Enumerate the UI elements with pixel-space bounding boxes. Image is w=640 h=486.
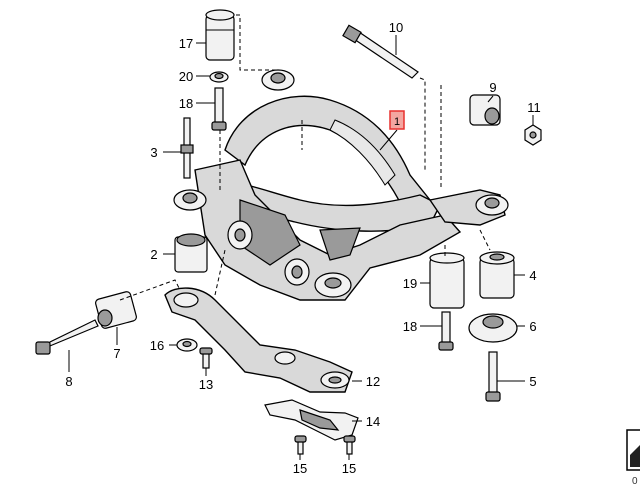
- alignment-lines: [119, 14, 491, 301]
- callout-1: 1: [394, 116, 400, 128]
- bolt-10[interactable]: [342, 24, 419, 79]
- callout-18-bottom: 18: [403, 319, 417, 334]
- heat-shield-14[interactable]: [264, 399, 359, 441]
- subframe-bushing-top-left: [261, 69, 295, 91]
- callout-17: 17: [179, 36, 193, 51]
- callout-8: 8: [65, 374, 72, 389]
- rear-subframe[interactable]: [194, 95, 506, 301]
- bushing-4[interactable]: [479, 251, 515, 299]
- subframe-bushing-low-right: [314, 272, 352, 298]
- subframe-bushing-front-left: [173, 189, 207, 211]
- bolt-5[interactable]: [485, 351, 501, 402]
- callout-10: 10: [389, 20, 403, 35]
- rubber-mount-19[interactable]: [429, 252, 465, 309]
- callout-4: 4: [529, 268, 536, 283]
- nut-11[interactable]: [524, 124, 542, 146]
- leader-lines: [68, 35, 534, 460]
- callout-12: 12: [366, 374, 380, 389]
- corner-logo: 0: [626, 429, 640, 486]
- bracket-12[interactable]: [164, 287, 353, 393]
- bolt-18-bottom[interactable]: [438, 311, 454, 351]
- stud-3[interactable]: [180, 117, 194, 179]
- callout-6: 6: [529, 319, 536, 334]
- screw-15-left[interactable]: [294, 435, 307, 455]
- callout-5: 5: [529, 374, 536, 389]
- subframe-bushing-rear-right: [475, 194, 509, 216]
- callout-19: 19: [403, 276, 417, 291]
- screw-15-right[interactable]: [343, 435, 356, 455]
- bushing-9[interactable]: [469, 94, 501, 126]
- screw-13[interactable]: [199, 347, 213, 369]
- rubber-mount-17[interactable]: [205, 9, 235, 61]
- callout-9: 9: [489, 80, 496, 95]
- callout-13: 13: [199, 377, 213, 392]
- bushing-2[interactable]: [174, 233, 208, 273]
- bushing-7[interactable]: [95, 291, 138, 329]
- washer-20[interactable]: [209, 71, 229, 83]
- subframe-bushing-low-left: [284, 258, 310, 286]
- callout-16: 16: [150, 338, 164, 353]
- callout-3: 3: [150, 145, 157, 160]
- callout-18-top: 18: [179, 96, 193, 111]
- callout-15-left: 15: [293, 461, 307, 476]
- callout-15-right: 15: [342, 461, 356, 476]
- callout-1-highlight[interactable]: 1: [389, 110, 405, 130]
- mount-plate-6[interactable]: [468, 313, 518, 343]
- grommet-16[interactable]: [176, 338, 198, 352]
- callout-20: 20: [179, 69, 193, 84]
- callout-2: 2: [150, 247, 157, 262]
- bolt-8[interactable]: [35, 319, 99, 355]
- subframe-bushing-mid: [227, 220, 253, 250]
- callout-14: 14: [366, 414, 380, 429]
- corner-label: 0: [632, 476, 638, 486]
- callout-7: 7: [113, 346, 120, 361]
- callout-11: 11: [527, 100, 541, 115]
- bolt-18-top[interactable]: [211, 87, 227, 131]
